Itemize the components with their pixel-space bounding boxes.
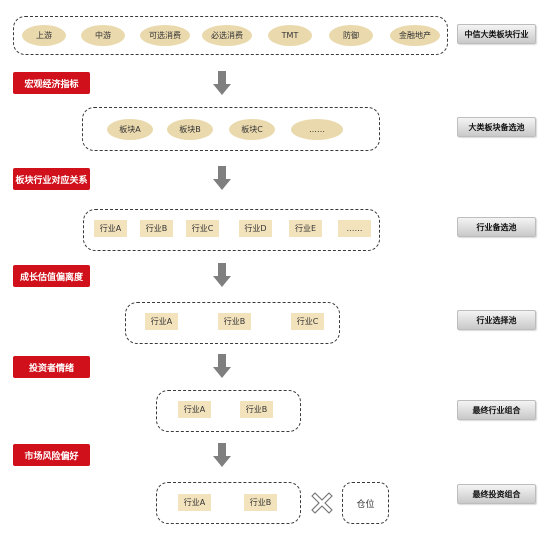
position-box: 仓位: [342, 482, 389, 524]
industry-card-e: 行业E: [289, 220, 322, 237]
industry-card-a: 行业A: [94, 220, 127, 237]
sector-oval-b: 板块B: [167, 119, 213, 140]
sector-candidate-box: [82, 107, 380, 151]
industry-card-c: 行业C: [291, 313, 324, 330]
industry-card-a: 行业A: [178, 494, 211, 511]
down-arrow-icon: [213, 166, 231, 190]
sector-oval-essential-consumption: 必选消费: [202, 25, 252, 46]
down-arrow-icon: [213, 71, 231, 95]
market-risk-appetite-label: 市场风险偏好: [13, 444, 90, 466]
final-portfolio-box: [156, 482, 301, 524]
side-label-row2: 大类板块备选池: [457, 117, 536, 137]
macro-economic-indicator-label: 宏观经济指标: [13, 72, 90, 94]
final-industry-box: [156, 390, 301, 432]
industry-card-more: ……: [338, 220, 371, 237]
industry-card-c: 行业C: [186, 220, 219, 237]
sector-oval-optional-consumption: 可选消费: [140, 25, 190, 46]
multiply-cross-icon: [311, 492, 333, 514]
sector-oval-tmt: TMT: [268, 25, 312, 46]
growth-valuation-deviation-label: 成长估值偏离度: [13, 265, 90, 287]
side-label-row3: 行业备选池: [457, 217, 536, 237]
sector-oval-financial-realestate: 金融地产: [390, 25, 440, 46]
side-label-row6: 最终投资组合: [457, 484, 536, 504]
down-arrow-icon: [213, 354, 231, 378]
position-label: 仓位: [356, 499, 375, 510]
sector-oval-midstream: 中游: [81, 25, 125, 46]
down-arrow-icon: [213, 443, 231, 467]
sector-oval-upstream: 上游: [22, 25, 66, 46]
industry-card-b: 行业B: [218, 313, 251, 330]
down-arrow-icon: [213, 263, 231, 287]
sector-category-box: [13, 16, 448, 55]
sector-oval-more: ……: [291, 119, 343, 140]
side-label-row4: 行业选择池: [457, 310, 536, 330]
industry-card-b: 行业B: [140, 220, 173, 237]
sector-oval-c: 板块C: [229, 119, 275, 140]
sector-oval-defensive: 防御: [329, 25, 373, 46]
side-label-row5: 最终行业组合: [457, 400, 536, 420]
industry-selection-box: [125, 302, 340, 344]
industry-card-a: 行业A: [145, 313, 178, 330]
sector-oval-a: 板块A: [107, 119, 153, 140]
industry-card-b: 行业B: [240, 401, 273, 418]
industry-card-d: 行业D: [239, 220, 272, 237]
industry-candidate-box: [83, 209, 380, 251]
side-label-row1: 中信大类板块行业: [457, 24, 536, 44]
investor-sentiment-label: 投资者情绪: [13, 356, 90, 378]
industry-card-a: 行业A: [178, 401, 211, 418]
industry-card-b: 行业B: [244, 494, 277, 511]
sector-industry-mapping-label: 板块行业对应关系: [13, 168, 90, 190]
